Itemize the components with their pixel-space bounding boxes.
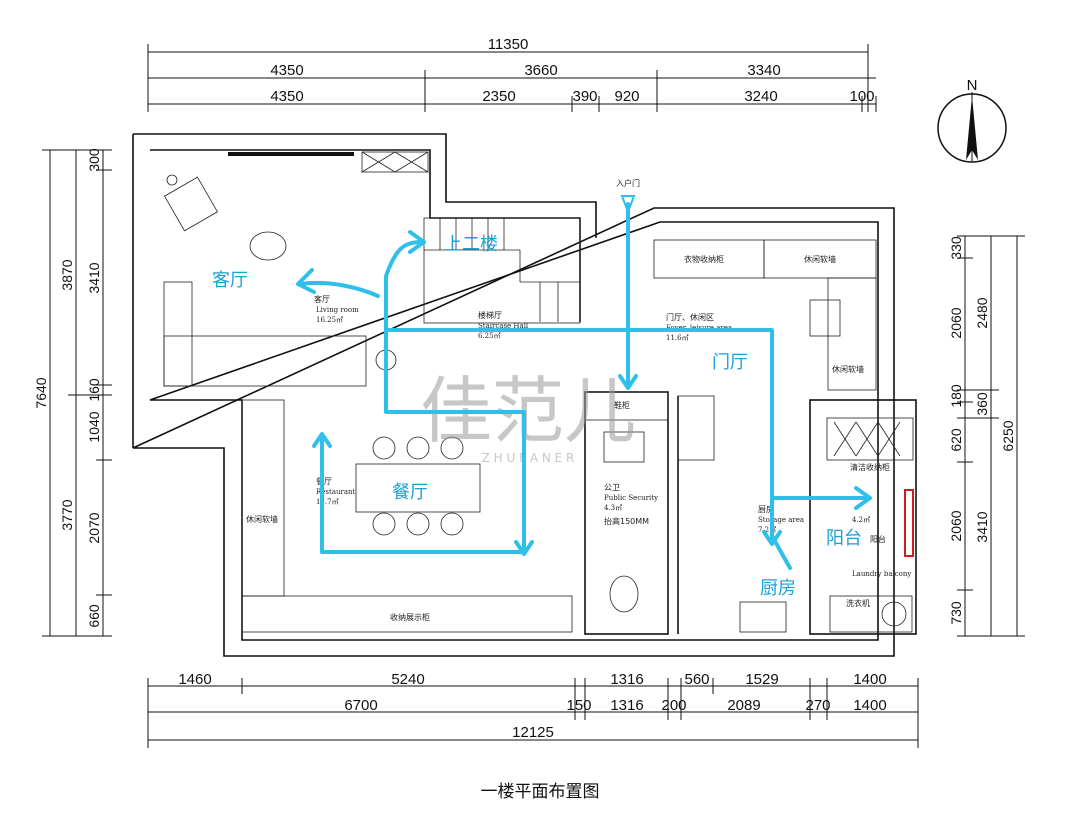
right-dimensions: 330 2060 180 620 2060 730 2480 360 3410 … [948,235,1025,637]
dim-top3-b: 2350 [482,88,515,105]
dim-bottom2-a: 6700 [344,697,377,714]
entrance-label: 入户门 [616,178,640,188]
dim-top3-c: 390 [572,88,597,105]
dim-right-a: 330 [948,236,964,260]
dim-bottom-e: 1529 [745,671,778,688]
watermark: 佳范儿 Z H U F A N E R [420,369,636,465]
dim-bottom-c: 1316 [610,671,643,688]
dim-left-f: 1040 [86,411,102,442]
dim-top-b: 3660 [524,62,557,79]
bench-right-label: 休闲软墙 [832,364,864,374]
dim-right-e: 2060 [948,510,964,541]
dim-bottom2-g: 1400 [853,697,886,714]
room-label-foyer: 门厅 [712,352,748,373]
interior-walls [228,151,917,635]
dim-bottom2-d: 200 [661,697,686,714]
staircase [423,217,581,324]
living-area: 16.25㎡ [316,316,343,324]
dim-right-h: 360 [974,392,990,416]
room-label-dining: 餐厅 [392,482,428,503]
dim-top3-d: 920 [614,88,639,105]
top-dimensions: 11350 4350 3660 3340 4350 2350 390 920 3… [147,36,877,112]
dim-bottom-b: 5240 [391,671,424,688]
north-arrow-icon: N [937,77,1007,163]
foyer-area: 11.6㎡ [666,334,689,342]
dim-right-total: 6250 [1000,420,1016,451]
dim-right-f: 730 [948,601,964,625]
dim-bottom2-e: 2089 [727,697,760,714]
dining-area: 11.7㎡ [316,498,339,506]
dim-right-g: 2480 [974,297,990,328]
laundry-label: Laundry balcony [852,570,911,578]
room-label-kitchen: 厨房 [760,578,796,599]
left-dimensions: 7640 3870 3770 300 3410 160 1040 2070 66… [33,148,112,637]
kitchen-cn: 厨房 [758,504,774,514]
dim-left-b: 3770 [59,499,75,530]
balcony-cn: 阳台 [870,534,886,544]
dim-bottom2-c: 1316 [610,697,643,714]
dim-bottom-d: 560 [684,671,709,688]
dim-right-b: 2060 [948,307,964,338]
room-label-living: 客厅 [212,270,248,291]
washer-label: 洗衣机 [846,598,870,608]
storage-display-label: 收纳展示柜 [390,612,430,622]
dim-top-total: 11350 [488,36,529,53]
dim-left-h: 660 [86,604,102,628]
stair-cn: 楼梯厅 [478,310,502,320]
watermark-sub: Z H U F A N E R [482,451,575,465]
dim-left-d: 3410 [86,262,102,293]
dim-top-c: 3340 [747,62,780,79]
dim-bottom-a: 1460 [178,671,211,688]
stair-en: Staircase Hall [478,322,529,330]
dim-right-d: 620 [948,428,964,452]
furniture [163,174,913,633]
dim-left-total: 7640 [33,377,49,408]
dim-left-c: 300 [86,148,102,172]
dim-bottom-total: 12125 [512,724,554,741]
bath-cn: 公卫 [604,483,620,492]
dim-top3-a: 4350 [270,88,303,105]
dining-en: Restaurant [316,488,356,496]
room-labels: 客厅 上二楼 门厅 餐厅 阳台 厨房 [212,234,862,599]
dim-left-g: 2070 [86,512,102,543]
shoe-label: 鞋柜 [614,400,630,410]
balcony-area: 4.2㎡ [852,516,870,524]
room-label-upstairs: 上二楼 [444,234,498,255]
dim-bottom-f: 1400 [853,671,886,688]
bench-top-label: 休闲软墙 [804,254,836,264]
living-cn: 客厅 [314,294,330,304]
dim-left-e: 160 [86,378,102,402]
cleaning-cabinet-label: 清洁收纳柜 [850,462,890,472]
room-label-balcony: 阳台 [826,528,862,549]
bath-area: 4.3㎡ [604,504,622,512]
dim-top3-f: 100 [849,88,874,105]
dim-top-a: 4350 [270,62,303,79]
foyer-cn: 门厅、休闲区 [666,312,714,322]
dim-left-a: 3870 [59,259,75,290]
dim-right-c: 180 [948,384,964,408]
plan-caption: 一楼平面布置图 [480,782,600,802]
bath-note: 抬高150MM [604,516,649,526]
living-en: Living room [316,306,359,314]
dim-bottom2-b: 150 [566,697,591,714]
shoe-cabinet-label: 衣物收纳柜 [684,254,724,264]
dim-top3-e: 3240 [744,88,777,105]
bottom-dimensions: 1460 5240 1316 560 1529 1400 6700 150 13… [147,671,919,748]
bath-en: Public Security [604,494,658,502]
compass-letter: N [967,77,978,94]
kitchen-area: 7.2㎡ [758,526,776,534]
stair-area: 6.25㎡ [478,332,501,340]
bench-left-label: 休闲软墙 [246,514,278,524]
kitchen-en: Storage area [758,516,804,524]
dim-right-i: 3410 [974,511,990,542]
dim-bottom2-f: 270 [805,697,830,714]
circulation-arrows [296,195,872,570]
